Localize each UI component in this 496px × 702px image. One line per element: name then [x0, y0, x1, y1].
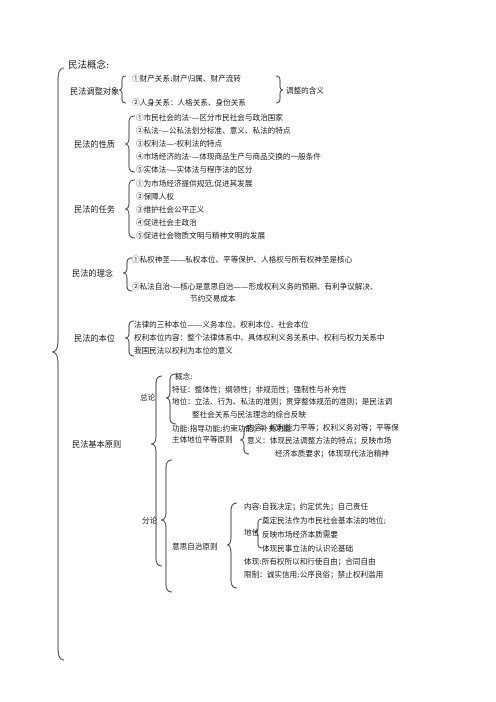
tasks-item-1: ①为市场经济提供规范,促进其发展	[136, 179, 253, 188]
regulate-brace	[118, 75, 127, 104]
general-brace	[165, 373, 177, 425]
standard-item-1: 法律的三种本位——义务本位、权利本位、社会本位	[134, 320, 309, 329]
principles-brace	[150, 375, 163, 567]
general-item-3-cont: 整社会关系与民法理念的综合反映	[192, 410, 306, 419]
general-item-2: 特征：整体性；纲领性；非规范性；强制性与补充性	[172, 385, 347, 394]
nature-item-5: ⑤实体法-—实体法与程序法的区分	[136, 165, 253, 174]
regulate-item-2: ②人身关系：人格关系、身份关系	[132, 98, 246, 107]
regulate-item-1: ①财产关系:财产归属、财产流转	[132, 74, 241, 83]
equality-brace	[239, 425, 250, 455]
idea-label: 民法的理念	[72, 268, 113, 278]
tasks-item-3: ③维护社会公平正义	[136, 205, 205, 214]
equality-item-2: 意义：体现民法调整方法的特点；反映市场	[247, 436, 392, 445]
idea-item-2-cont: 节约交易成本	[190, 294, 236, 303]
principles-label: 民法基本原则	[72, 439, 122, 449]
standard-label: 民法的本位	[74, 333, 115, 343]
nature-brace	[124, 115, 136, 173]
equality-item-3: 经济本质要求；体现现代法治精神	[275, 449, 389, 458]
autonomy-content: 内容:自我决定；约定优先；自己责任	[244, 502, 369, 511]
standard-item-3: 我国民法以权利为本位的意义	[134, 346, 233, 355]
status-item-3: 体现民事立法的认识论基础	[262, 544, 354, 553]
idea-brace	[122, 257, 133, 292]
meaning-brace	[275, 75, 284, 104]
general-label: 总论	[140, 393, 156, 402]
autonomy-brace	[226, 502, 238, 589]
equality-item-1: 内容：权利能力平等；权利义务对等；平等保	[247, 423, 399, 432]
status-item-2: 反映市场经济本质需要	[262, 530, 338, 539]
general-item-4: 功能:指导功能;约束功能；补充功能	[172, 424, 292, 433]
general-item-1: 概念:	[175, 372, 193, 381]
tasks-item-4: ④促进社会主政治	[136, 218, 197, 227]
meaning-label: 调整的含义	[286, 86, 324, 95]
idea-item-2: ②私法自治-—核心是意思自治——形成权利义务的预期、有利争议解决、	[132, 282, 378, 291]
nature-item-4: ④市场经济的法-—体现商品生产与商品交换的一般条件	[136, 152, 321, 161]
nature-item-2: ②私法-—公私法划分标准、意义、私法的特点	[136, 126, 291, 135]
specific-label: 分论	[142, 516, 158, 525]
regulate-label: 民法调整对象	[70, 86, 120, 96]
nature-label: 民法的性质	[74, 139, 115, 149]
tasks-brace	[124, 179, 136, 239]
nature-item-3: ③权利法—-权利法的特点	[136, 139, 223, 148]
status-brace	[253, 518, 263, 549]
status-item-1: 奠定民法作为市民社会基本法的地位;	[262, 516, 387, 525]
equality-label: 主体地位平等原则	[172, 435, 233, 444]
autonomy-label: 意思自治原则	[172, 542, 218, 551]
general-item-3: 地位：立法、行为、私法的准则；贯穿整体规范的准则；是民法调	[172, 397, 393, 406]
standard-item-2: 权利本位内容：整个法律体系中、具体权利义务关系中、权利与权力关系中	[134, 333, 385, 342]
autonomy-embodiment: 体现:所有权所以和行使自由；合同自由	[244, 557, 376, 566]
tasks-label: 民法的任务	[74, 204, 115, 214]
idea-item-1: ①私权神圣——私权本位、平等保护、人格权与所有权神圣是核心	[132, 255, 353, 264]
standard-brace	[124, 320, 135, 357]
tasks-item-5: ⑤促进社会物质文明与精神文明的发展	[136, 231, 266, 240]
autonomy-limits: 限制：诚实信用;公序良俗；禁止权利滥用	[244, 570, 384, 579]
nature-item-1: ①市民社会的法-—区分市民社会与政治国家	[136, 113, 283, 122]
specific-brace	[160, 459, 173, 593]
page-title: 民法概念:	[68, 60, 110, 71]
tasks-item-2: ②保障人权	[136, 192, 174, 201]
main-brace	[51, 67, 65, 661]
autonomy-status-label: 地位	[244, 528, 260, 537]
